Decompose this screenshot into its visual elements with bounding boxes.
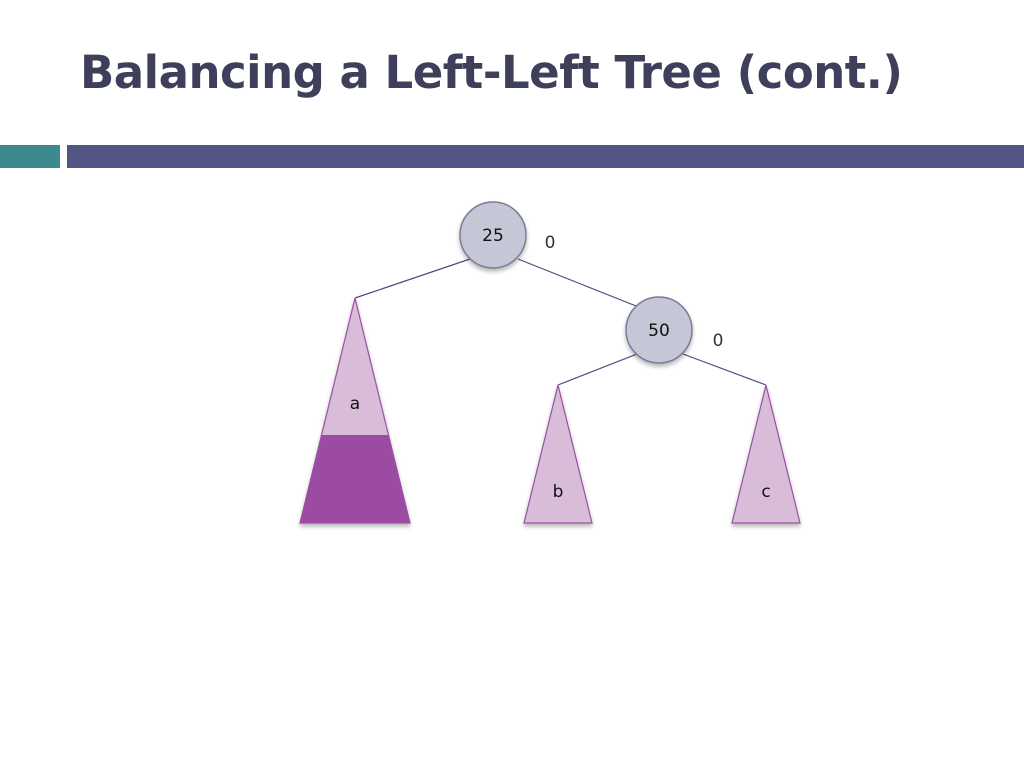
subtree-b (523, 384, 593, 524)
accent-bar-teal (0, 145, 60, 168)
slide-title: Balancing a Left-Left Tree (cont.) (80, 46, 903, 99)
subtree-c (731, 384, 801, 524)
node-50-value: 50 (648, 321, 670, 341)
edge-25-to-50 (517, 258, 637, 307)
subtree-a-outline (299, 297, 411, 524)
node-25-circle (459, 201, 527, 269)
subtree-c-triangle (731, 384, 801, 524)
subtree-a-upper (321, 298, 389, 435)
node-50-balance: 0 (713, 331, 724, 351)
node-25-value: 25 (482, 226, 504, 246)
subtree-a (299, 297, 411, 524)
subtree-a-label: a (350, 394, 360, 414)
edge-50-to-b (557, 353, 638, 386)
subtree-a-lower (300, 435, 410, 523)
subtree-b-label: b (553, 482, 564, 502)
edge-25-to-a (354, 258, 471, 299)
accent-bar-purple (67, 145, 1024, 168)
node-25-balance: 0 (545, 233, 556, 253)
subtree-b-triangle (523, 384, 593, 524)
edge-50-to-c (682, 353, 767, 386)
node-50-circle (625, 296, 693, 364)
subtree-c-label: c (761, 482, 770, 502)
